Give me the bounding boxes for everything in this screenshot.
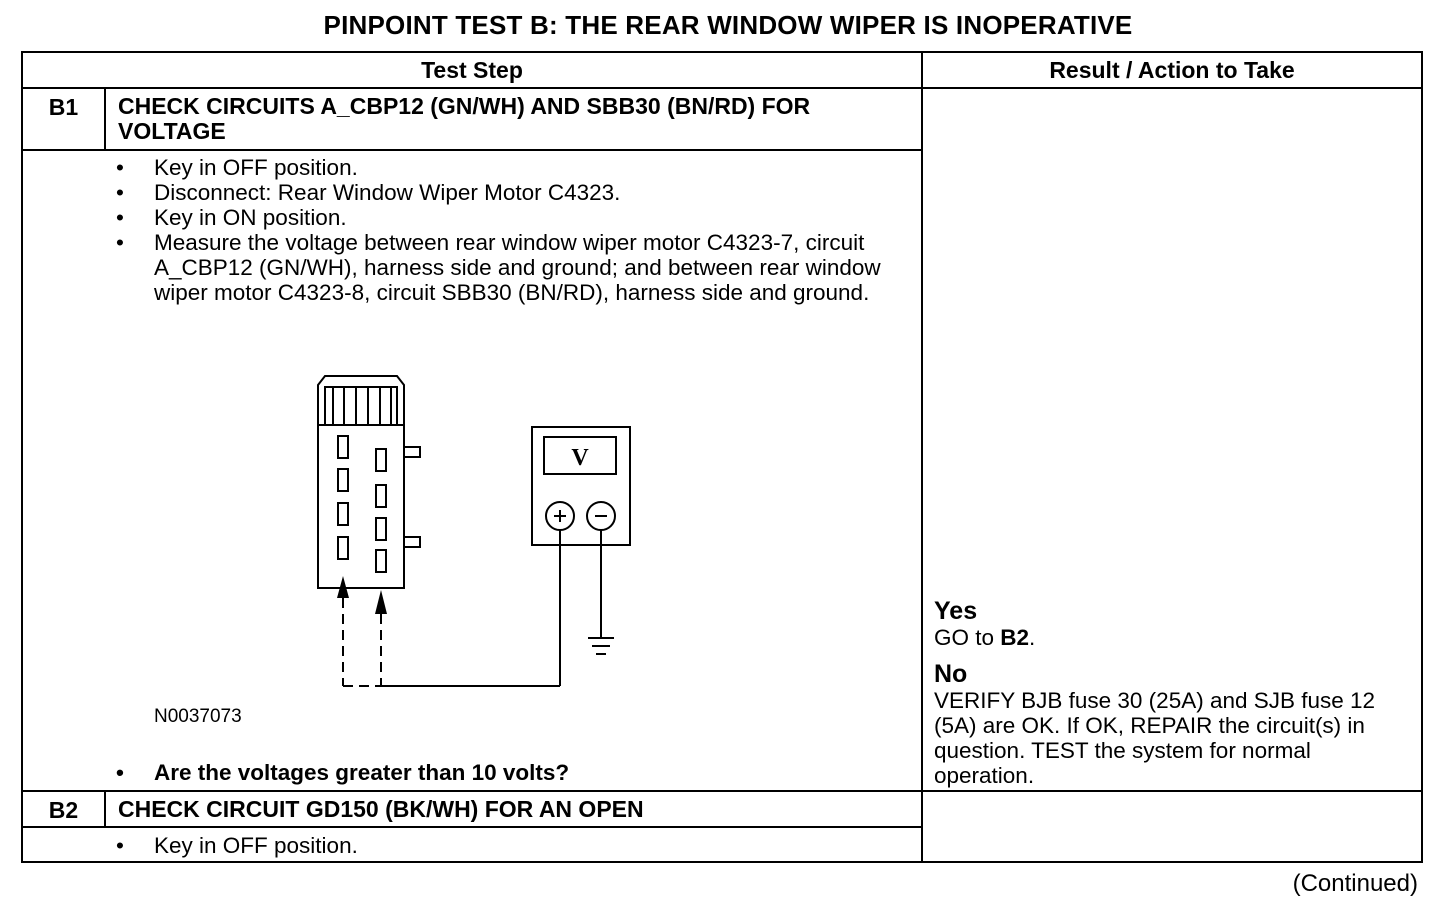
step-title-b1: CHECK CIRCUITS A_CBP12 (GN/WH) AND SBB30… — [118, 93, 811, 144]
yes-action: GO to B2. — [934, 625, 1036, 650]
no-action: VERIFY BJB fuse 30 (25A) and SJB fuse 12… — [934, 688, 1376, 788]
continued-label: (Continued) — [1292, 870, 1418, 897]
step-b1-instructions: Key in OFF position. Disconnect: Rear Wi… — [116, 155, 906, 305]
instruction-item: Measure the voltage between rear window … — [116, 230, 906, 305]
step-b1-question: Are the voltages greater than 10 volts? — [116, 760, 906, 785]
instruction-item: Key in OFF position. — [116, 155, 906, 180]
step-id-b2: B2 — [48, 797, 79, 823]
header-result-action: Result / Action to Take — [1049, 57, 1295, 83]
step-id-b1: B1 — [48, 94, 79, 120]
no-heading: No — [934, 660, 968, 688]
step-b1-result: Yes GO to B2. No VERIFY BJB fuse 30 (25A… — [934, 597, 1414, 788]
meter-label: V — [571, 445, 589, 471]
yes-heading: Yes — [934, 597, 978, 625]
header-test-step: Test Step — [421, 57, 523, 83]
page-title: PINPOINT TEST B: THE REAR WINDOW WIPER I… — [323, 10, 1133, 40]
instruction-item: Key in OFF position. — [116, 833, 906, 858]
instruction-item: Key in ON position. — [116, 205, 906, 230]
figure-id: N0037073 — [154, 706, 242, 727]
question-item: Are the voltages greater than 10 volts? — [116, 760, 906, 785]
step-title-b2: CHECK CIRCUIT GD150 (BK/WH) FOR AN OPEN — [118, 796, 644, 822]
step-link-b2: B2 — [1000, 625, 1030, 650]
instruction-item: Disconnect: Rear Window Wiper Motor C432… — [116, 180, 906, 205]
voltmeter-test-diagram: V — [317, 375, 631, 687]
step-b2-instructions: Key in OFF position. — [116, 833, 906, 858]
